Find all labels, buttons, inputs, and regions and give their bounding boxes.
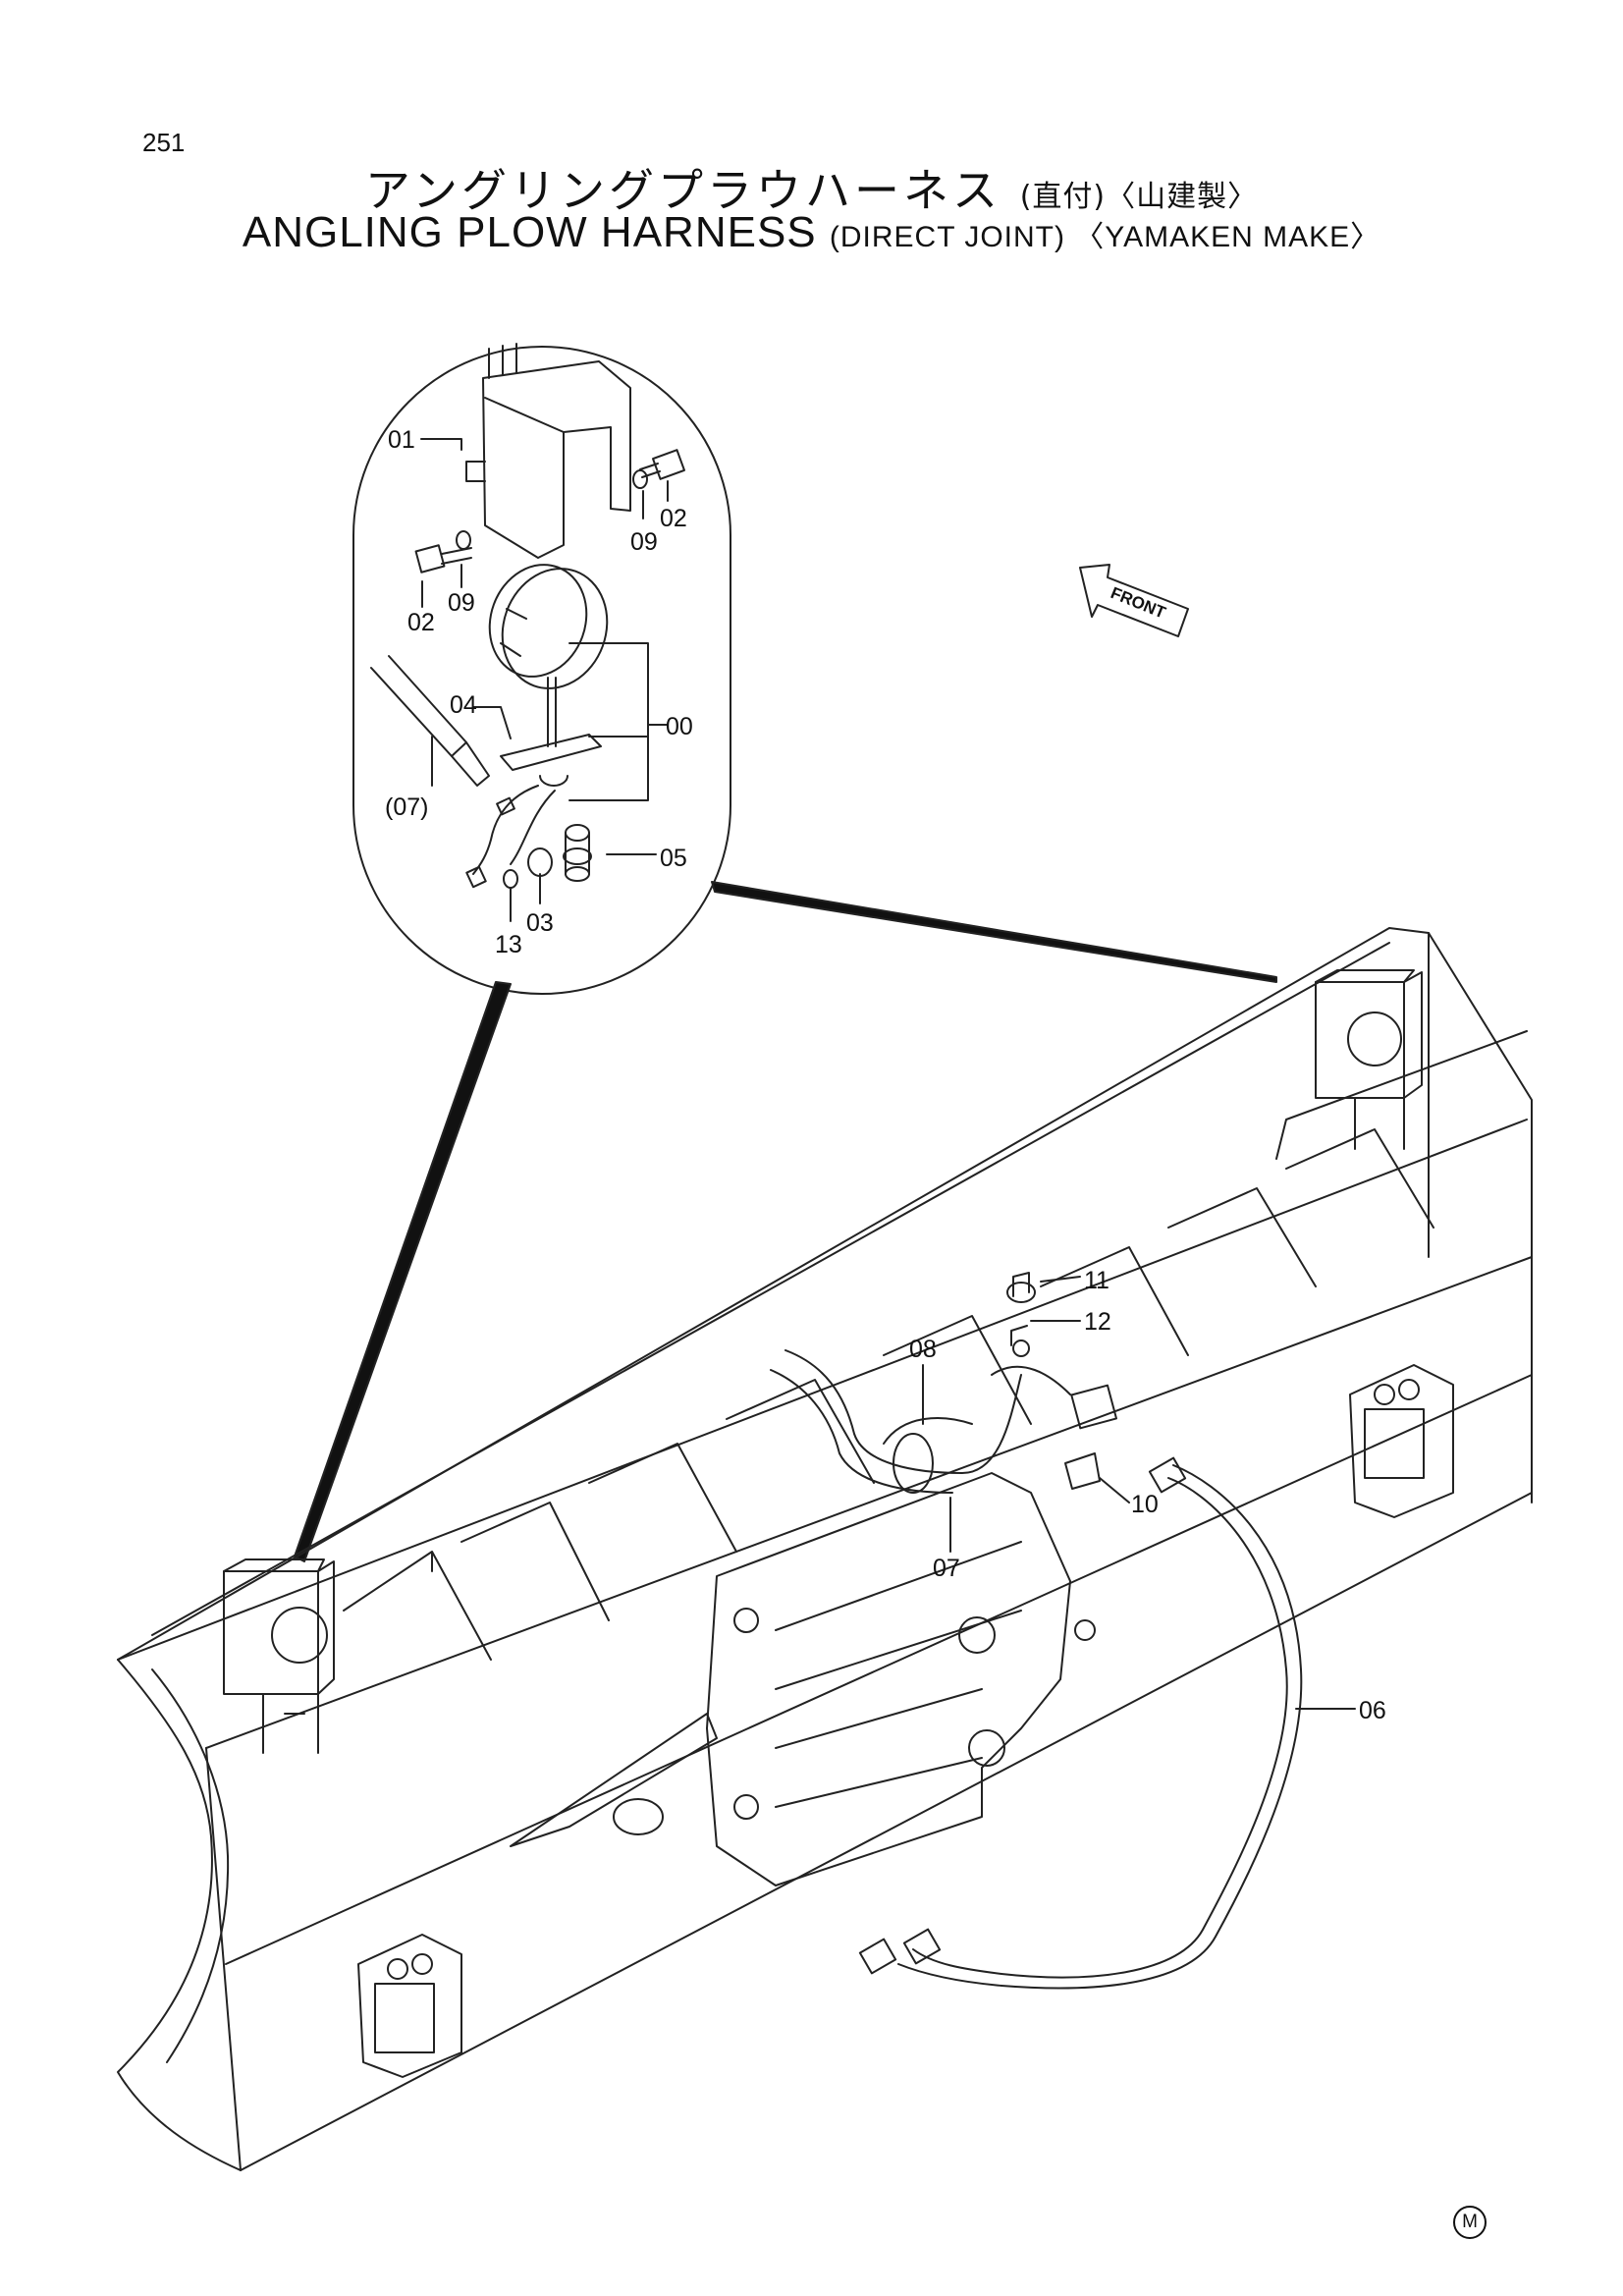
bolt-right (632, 449, 685, 489)
blade-harness (770, 1272, 1118, 1494)
washer (503, 869, 518, 889)
title-japanese-main: アングリングプラウハーネス (364, 164, 1002, 217)
label-part-12: 12 (1084, 1308, 1111, 1336)
blade-lamp-right (1315, 969, 1423, 1150)
label-part-02a: 02 (660, 505, 687, 532)
label-part-05: 05 (660, 845, 687, 872)
front-arrow (1079, 564, 1189, 637)
label-part-06: 06 (1359, 1697, 1386, 1724)
label-part-01: 01 (388, 426, 415, 454)
title-japanese: アングリングプラウハーネス (直付)〈山建製〉 (0, 155, 1623, 220)
cable (912, 1477, 1288, 1979)
label-part-00: 00 (666, 713, 693, 740)
label-part-11: 11 (1084, 1267, 1109, 1294)
blade-ribs (343, 1128, 1434, 1661)
label-part-13: 13 (495, 931, 522, 958)
work-lamp (465, 564, 609, 889)
label-part-03: 03 (526, 909, 554, 937)
title-english-main: ANGLING PLOW HARNESS (242, 208, 817, 256)
cable-ref (370, 655, 467, 757)
blade-lamp-left (223, 1558, 335, 1754)
page-number: 251 (142, 128, 186, 157)
lamp-bracket (465, 343, 631, 559)
blade (117, 927, 1533, 2171)
footer-mark: M (1453, 2206, 1487, 2239)
detail-capsule (352, 346, 731, 995)
bolt-left (414, 530, 472, 574)
grommet (563, 824, 592, 882)
title-japanese-sub: (直付)〈山建製〉 (1019, 180, 1259, 214)
cable-connector (1148, 1456, 1187, 1494)
label-part-09b: 09 (448, 589, 475, 617)
label-part-09a: 09 (630, 528, 658, 556)
nut (527, 847, 553, 877)
label-part-07-ref: (07) (385, 793, 428, 821)
label-part-04: 04 (450, 691, 477, 719)
label-part-10: 10 (1131, 1491, 1159, 1518)
label-part-02b: 02 (407, 609, 435, 636)
label-part-08: 08 (909, 1336, 937, 1363)
title-english-sub: (DIRECT JOINT) 〈YAMAKEN MAKE〉 (829, 221, 1381, 253)
mount-right (1349, 1364, 1454, 1518)
title-english: ANGLING PLOW HARNESS (DIRECT JOINT) 〈YAM… (0, 208, 1623, 257)
label-part-07: 07 (933, 1555, 960, 1582)
push-frame (510, 1472, 1096, 1886)
mount-left (357, 1934, 462, 2078)
